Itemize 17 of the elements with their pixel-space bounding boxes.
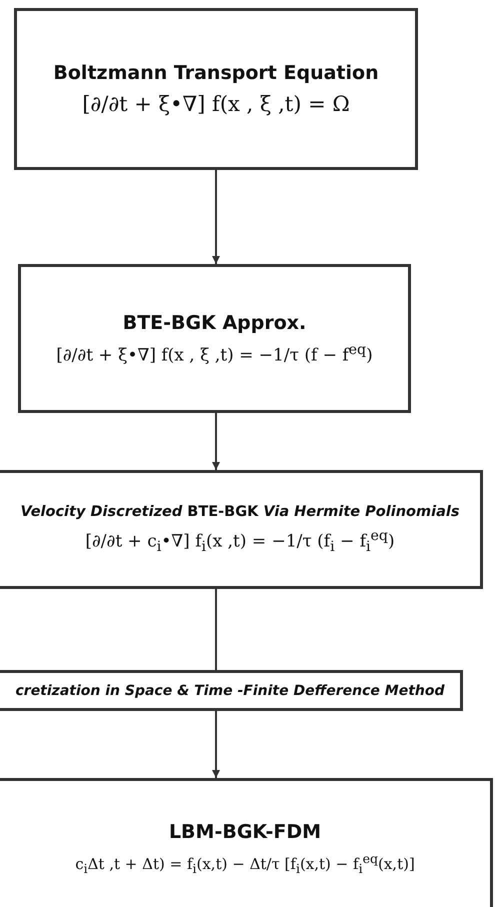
arrow: [212, 413, 220, 470]
equation: [∂/∂t + c$_{i}$•∇] f$_{i}$(x ,t) = −1/τ (f$_{i}$ − f$_{i}$$^{eq}$): [85, 528, 395, 556]
box-title: cretization in Space & Time -Finite Defference Method: [15, 682, 444, 698]
box-title: BTE-BGK Approx.: [122, 312, 306, 334]
process-box: [0, 778, 493, 907]
equation: [∂/∂t + ξ•∇] f(x , ξ ,t) = Ω: [82, 92, 350, 116]
arrow: [212, 170, 220, 264]
arrow: [212, 711, 220, 778]
equation: [∂/∂t + ξ•∇] f(x , ξ ,t) = −1/τ (f − f$^{eq}$): [56, 342, 373, 366]
box-title: LBM-BGK-FDM: [168, 820, 322, 842]
process-box: [0, 470, 483, 589]
process-box: [0, 670, 463, 711]
process-box: [14, 8, 418, 170]
box-title: Boltzmann Transport Equation: [53, 62, 379, 84]
process-box: [18, 264, 411, 413]
equation: c$_{i}$Δt ,t + Δt) = f$_{i}$(x,t) − Δt/τ [f$_{i}$(x,t) − f$_{i}$$^{eq}$(x,t)]: [75, 850, 415, 876]
box-title: Velocity Discretized BTE-BGK Via Hermite Polinomials: [20, 504, 460, 520]
